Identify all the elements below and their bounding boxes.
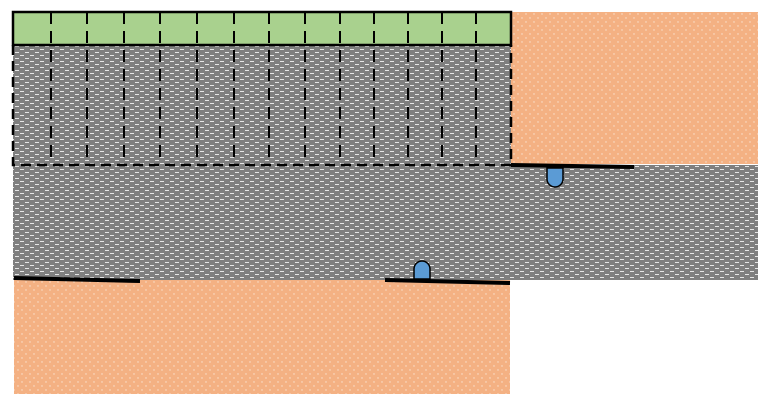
gray-band-layer (13, 165, 758, 280)
ceiling-lamp-icon (546, 167, 564, 188)
upper-right-soil-block (511, 12, 758, 164)
lower-left-soil-block (14, 280, 510, 394)
upper-gray-zone (13, 45, 511, 165)
lower-left-slab-line (13, 276, 141, 283)
upper-zone-dashed-outline (11, 45, 513, 167)
floor-lamp-icon (413, 260, 431, 280)
lower-right-slab-line (384, 278, 511, 285)
vertical-dividers (50, 12, 477, 163)
grass-strip (11, 10, 513, 47)
upper-right-slab-line (510, 163, 635, 169)
